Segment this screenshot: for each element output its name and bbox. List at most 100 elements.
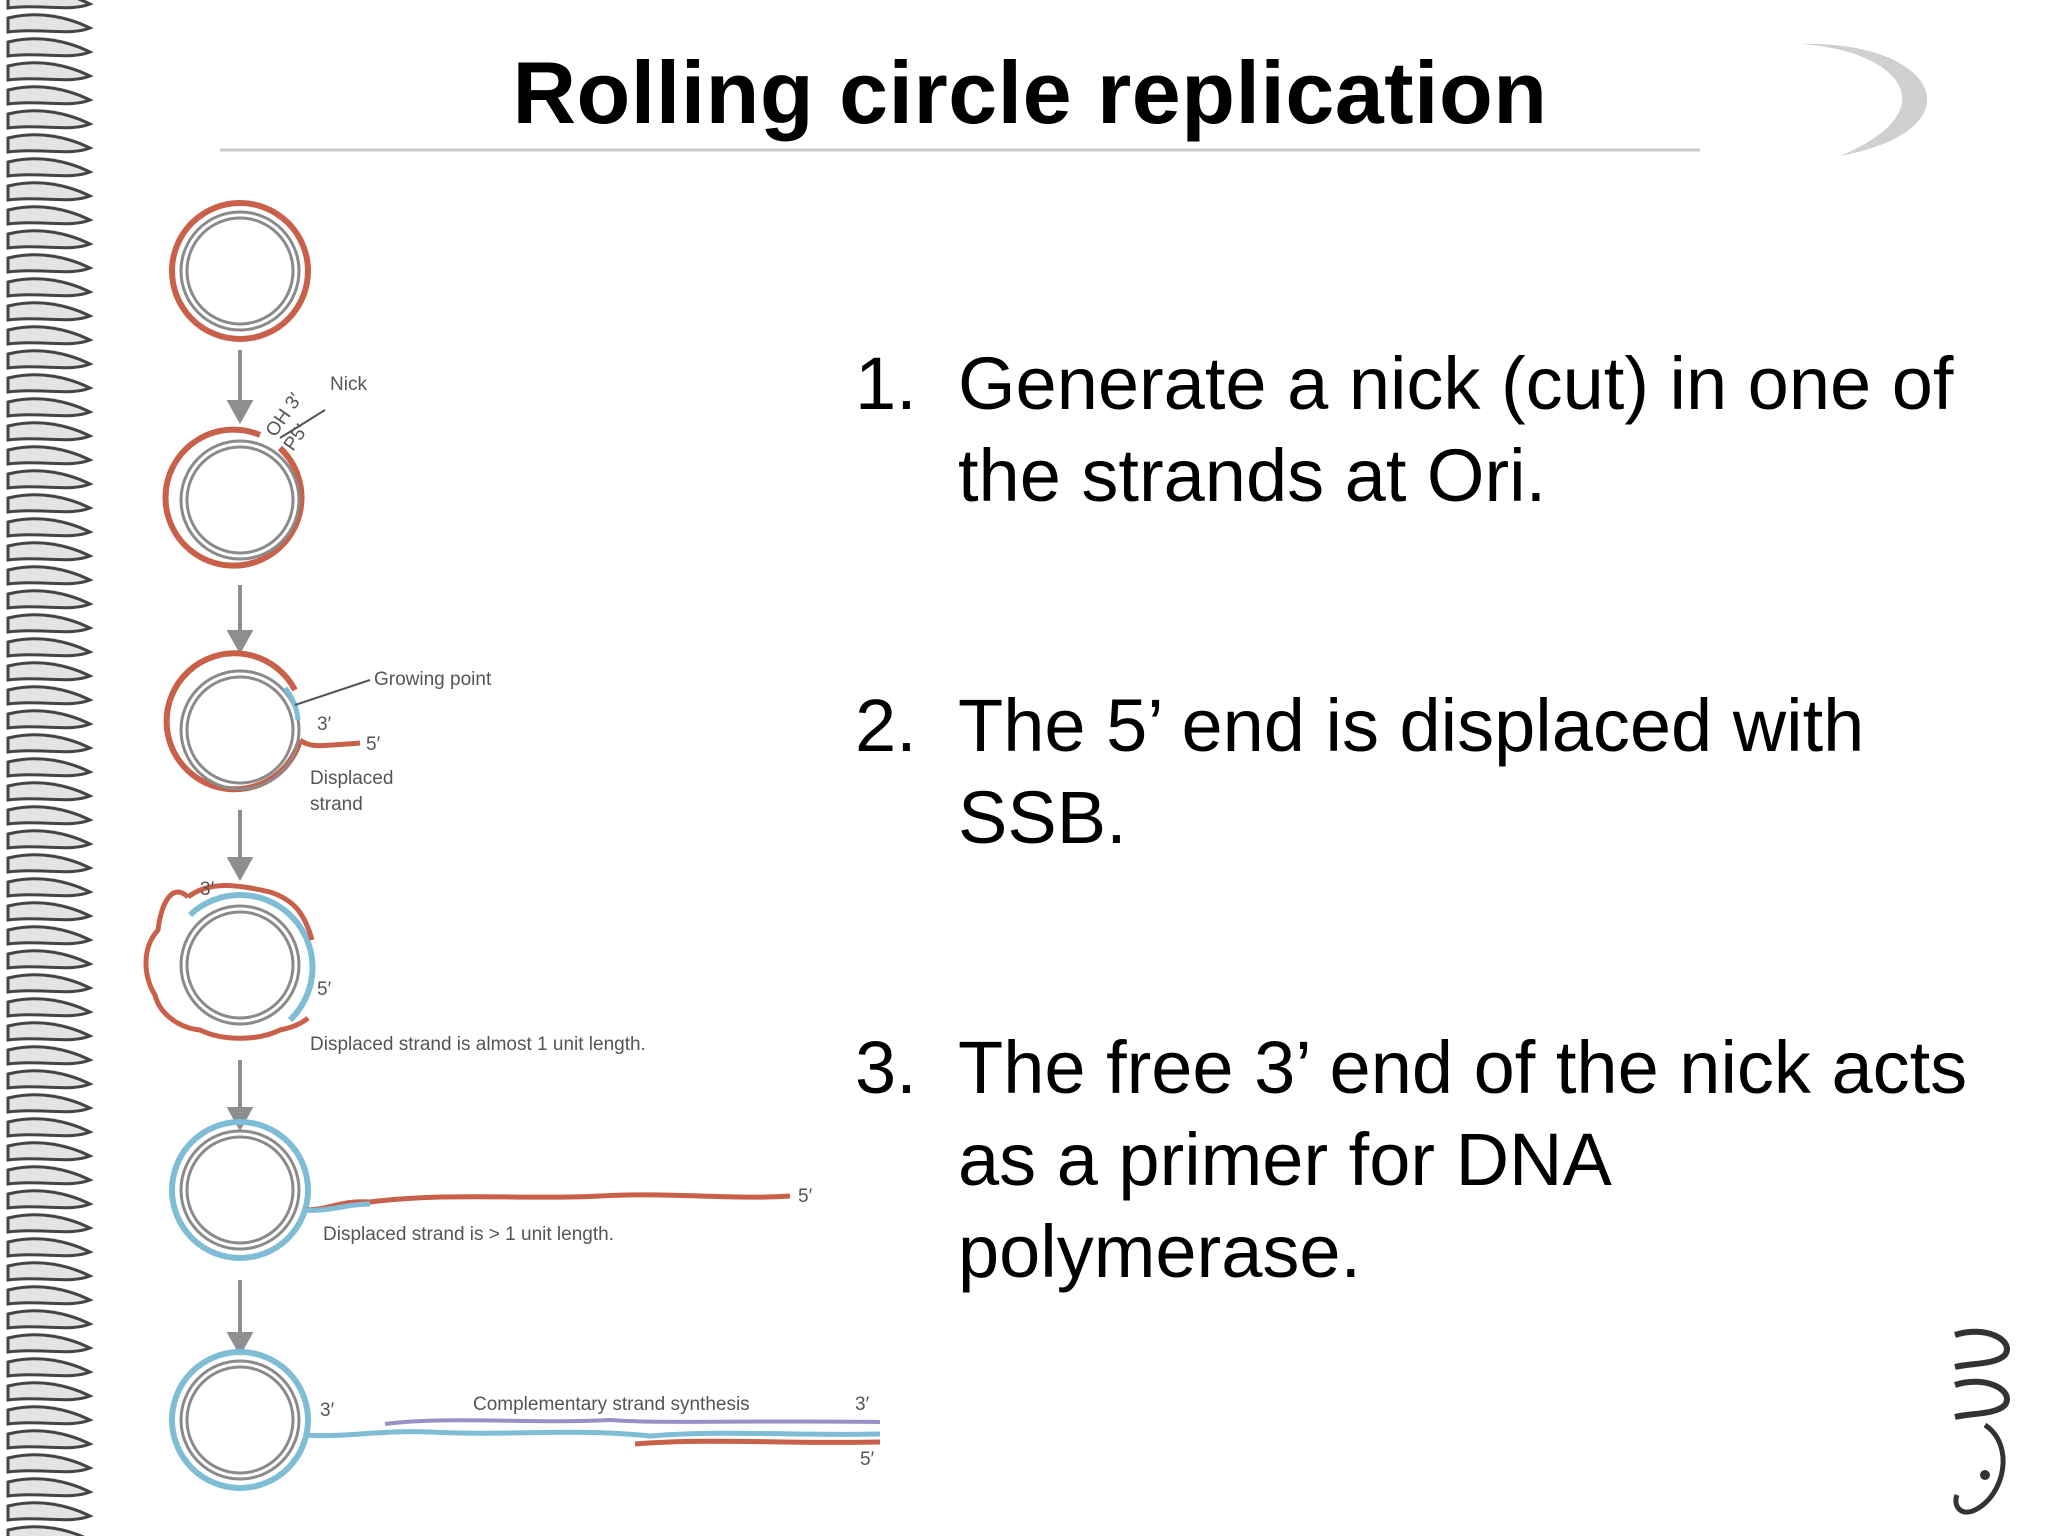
spiral-coil bbox=[6, 1525, 85, 1536]
spiral-coil bbox=[6, 1501, 94, 1522]
spiral-coil bbox=[6, 1141, 94, 1162]
spiral-coil bbox=[6, 949, 94, 970]
spiral-coil bbox=[6, 1357, 94, 1378]
spiral-coil bbox=[6, 829, 94, 850]
five-prime-label-s5: 5′ bbox=[798, 1186, 813, 1207]
spiral-coil bbox=[6, 1309, 94, 1330]
step-arrows bbox=[226, 350, 254, 1357]
spiral-coil bbox=[6, 133, 94, 154]
spiral-coil bbox=[6, 1069, 94, 1090]
spiral-coil bbox=[6, 229, 94, 250]
spiral-coil bbox=[6, 1261, 94, 1282]
stage-6-complementary-synthesis: 3′ Complementary strand synthesis 3′ 5′ bbox=[169, 1349, 881, 1491]
spiral-coil bbox=[6, 253, 94, 274]
three-prime-label-s6a: 3′ bbox=[320, 1400, 335, 1421]
spiral-coil bbox=[6, 565, 94, 586]
spiral-coil bbox=[6, 1453, 94, 1474]
step-item: 3. The free 3’ end of the nick acts as a… bbox=[855, 1022, 1975, 1298]
spiral-coil bbox=[6, 1429, 94, 1450]
spiral-coil bbox=[6, 469, 94, 490]
spiral-coil bbox=[6, 637, 94, 658]
spiral-coil bbox=[6, 853, 94, 874]
spiral-coil bbox=[6, 349, 94, 370]
spiral-coil bbox=[6, 685, 94, 706]
spiral-coil bbox=[6, 1045, 94, 1066]
displaced-label-line1: Displaced bbox=[310, 768, 393, 789]
spiral-coil bbox=[6, 181, 94, 202]
greater-unit-caption: Displaced strand is > 1 unit length. bbox=[323, 1224, 614, 1245]
spiral-coil bbox=[6, 1021, 94, 1042]
five-prime-label-s3: 5′ bbox=[366, 734, 381, 755]
spiral-coil bbox=[6, 373, 94, 394]
spiral-coil bbox=[6, 1189, 94, 1210]
three-prime-label-s6b: 3′ bbox=[855, 1394, 870, 1415]
step-item: 1. Generate a nick (cut) in one of the s… bbox=[855, 338, 1975, 522]
spiral-coil bbox=[6, 421, 94, 442]
spiral-coil bbox=[6, 997, 94, 1018]
spiral-coil bbox=[6, 613, 94, 634]
step-text: The 5’ end is displaced with SSB. bbox=[958, 684, 1865, 859]
spiral-coil bbox=[6, 1381, 94, 1402]
step-number: 1. bbox=[855, 342, 917, 425]
spiral-coil bbox=[6, 925, 94, 946]
spiral-coil bbox=[6, 541, 94, 562]
spiral-coil bbox=[6, 157, 94, 178]
step-number: 2. bbox=[855, 684, 917, 767]
logo-glyph bbox=[1953, 1328, 2010, 1515]
spiral-coil bbox=[6, 805, 94, 826]
spiral-coil bbox=[6, 301, 94, 322]
spiral-coil bbox=[6, 781, 94, 802]
spiral-coil bbox=[6, 1213, 94, 1234]
spiral-coil bbox=[6, 1117, 94, 1138]
stage-3-displacement-start: Growing point 3′ 5′ Displaced strand bbox=[163, 650, 492, 815]
spiral-coil bbox=[6, 709, 94, 730]
spiral-coil bbox=[6, 661, 94, 682]
spiral-coil bbox=[6, 445, 94, 466]
spiral-coil bbox=[6, 1405, 94, 1426]
spiral-coil bbox=[6, 733, 94, 754]
spiral-coil bbox=[6, 37, 94, 58]
spiral-coil bbox=[6, 589, 94, 610]
stage-2-nicked-plasmid: Nick OH 3′ P5′ bbox=[162, 374, 367, 569]
step-item: 2. The 5’ end is displaced with SSB. bbox=[855, 680, 1975, 864]
spiral-coil bbox=[6, 1237, 94, 1258]
growing-point-label: Growing point bbox=[374, 669, 492, 690]
spiral-coil bbox=[6, 109, 94, 130]
spiral-coil bbox=[6, 325, 94, 346]
spiral-coil bbox=[6, 61, 94, 82]
spiral-coil bbox=[6, 1165, 94, 1186]
spiral-coil bbox=[6, 901, 94, 922]
three-prime-label-s3: 3′ bbox=[317, 714, 332, 735]
spiral-coil bbox=[6, 973, 94, 994]
five-prime-label-s6: 5′ bbox=[860, 1449, 875, 1470]
spiral-coil bbox=[6, 1093, 94, 1114]
spiral-coil bbox=[6, 277, 94, 298]
spiral-coil bbox=[6, 493, 94, 514]
nick-label: Nick bbox=[330, 374, 367, 395]
complementary-caption: Complementary strand synthesis bbox=[473, 1394, 750, 1415]
spiral-coil bbox=[6, 0, 94, 10]
spiral-coil bbox=[6, 757, 94, 778]
spiral-coil bbox=[6, 1333, 94, 1354]
page-title: Rolling circle replication bbox=[512, 43, 1548, 142]
spiral-coil bbox=[6, 517, 94, 538]
spiral-coil bbox=[6, 85, 94, 106]
stage-5-over-unit-length: 5′ Displaced strand is > 1 unit length. bbox=[169, 1119, 813, 1261]
almost-unit-caption: Displaced strand is almost 1 unit length… bbox=[310, 1034, 646, 1055]
spiral-coil bbox=[6, 877, 94, 898]
step-text: Generate a nick (cut) in one of the stra… bbox=[958, 342, 1954, 517]
rolling-circle-diagram: Nick OH 3′ P5′ Growing point 3′ 5′ Displ… bbox=[143, 200, 881, 1491]
spiral-coil bbox=[6, 205, 94, 226]
stage-1-intact-plasmid bbox=[169, 200, 311, 342]
three-prime-label-s4: 3′ bbox=[200, 879, 215, 900]
five-prime-label-s4: 5′ bbox=[317, 979, 332, 1000]
spiral-coil bbox=[6, 13, 94, 34]
spiral-coil bbox=[6, 397, 94, 418]
step-number: 3. bbox=[855, 1026, 917, 1109]
step-text: The free 3’ end of the nick acts as a pr… bbox=[958, 1026, 1968, 1293]
spiral-coil bbox=[6, 1477, 94, 1498]
stage-4-almost-unit-length: 3′ 5′ Displaced strand is almost 1 unit … bbox=[143, 879, 646, 1055]
displaced-label-line2: strand bbox=[310, 794, 363, 815]
title-underline-swoosh bbox=[220, 43, 1928, 157]
spiral-binding-decoration bbox=[6, 0, 94, 1536]
